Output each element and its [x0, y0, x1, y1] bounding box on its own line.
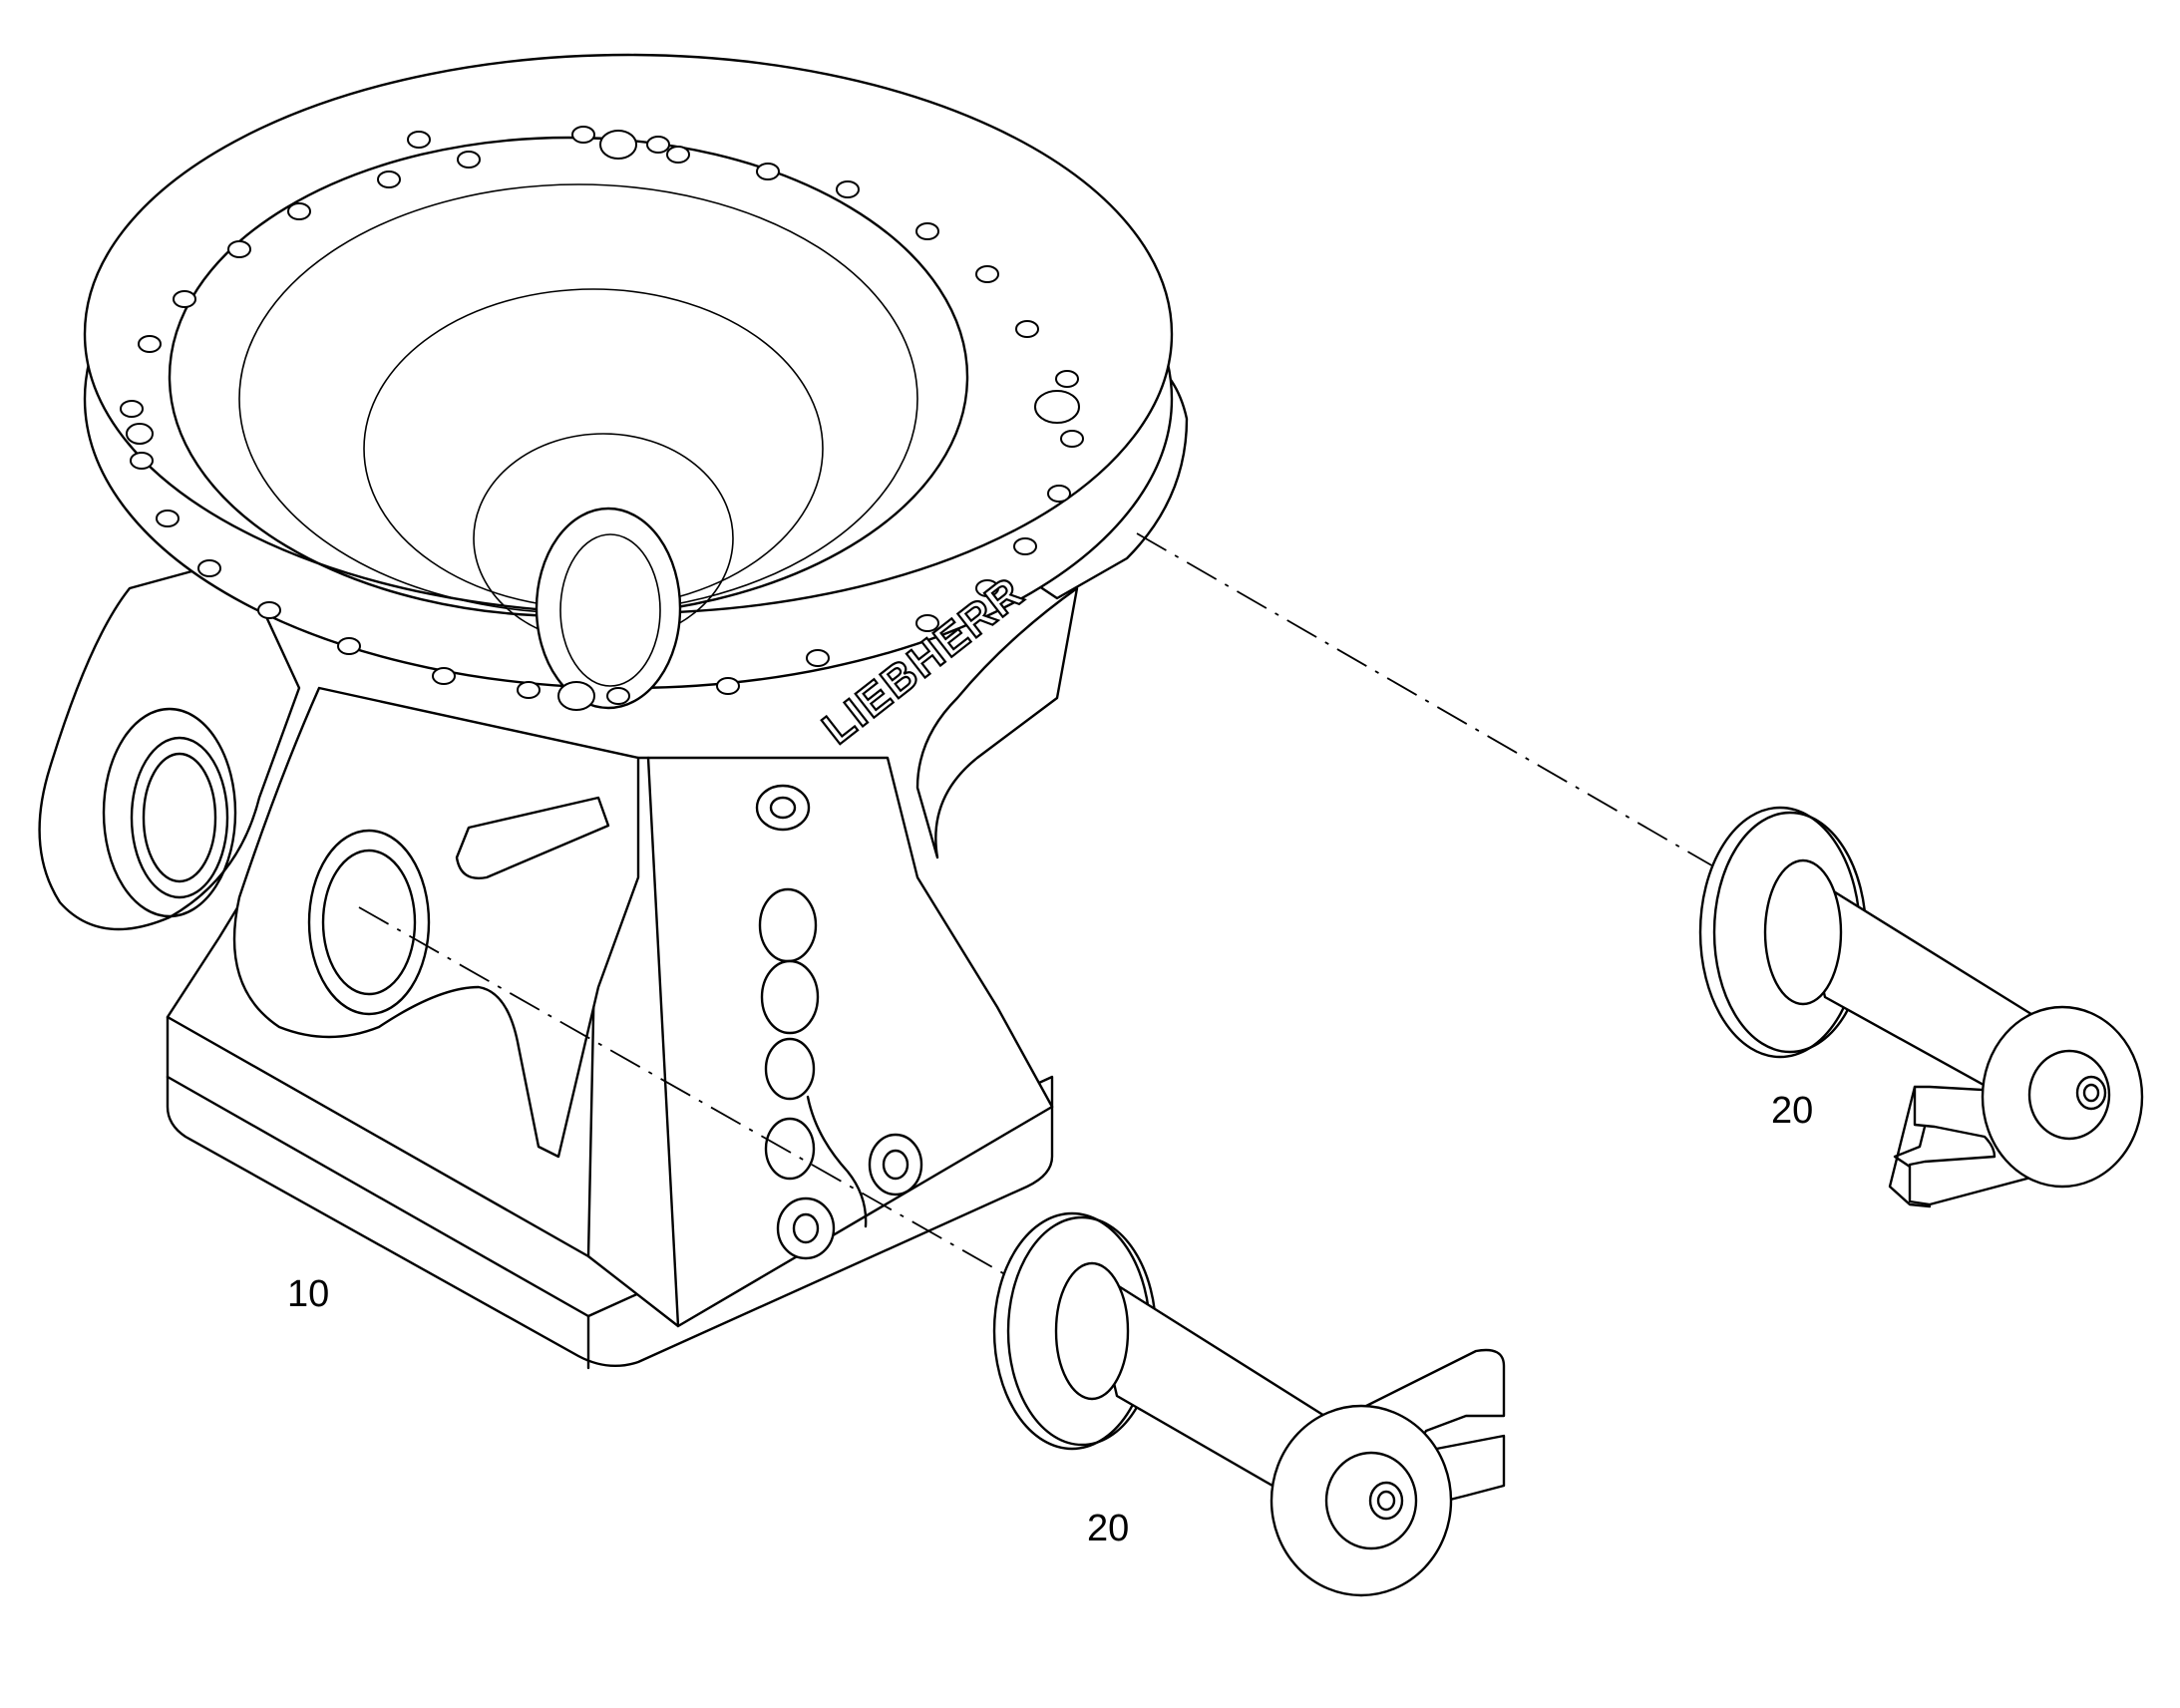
flange-bolt-holes — [120, 126, 1084, 711]
housing-part: LIEBHERR — [38, 53, 1189, 1370]
assembly-centerline-upper — [1136, 532, 1716, 868]
assembly-centerline-lower — [358, 906, 1018, 1282]
callout-pin-lower: 20 — [1087, 1508, 1129, 1549]
housing-front-lug — [232, 686, 640, 1159]
callout-pin-upper: 20 — [1771, 1090, 1813, 1132]
pin-part-lower — [992, 1211, 1506, 1597]
callout-housing: 10 — [287, 1273, 329, 1315]
pin-part-upper — [1698, 806, 2144, 1208]
